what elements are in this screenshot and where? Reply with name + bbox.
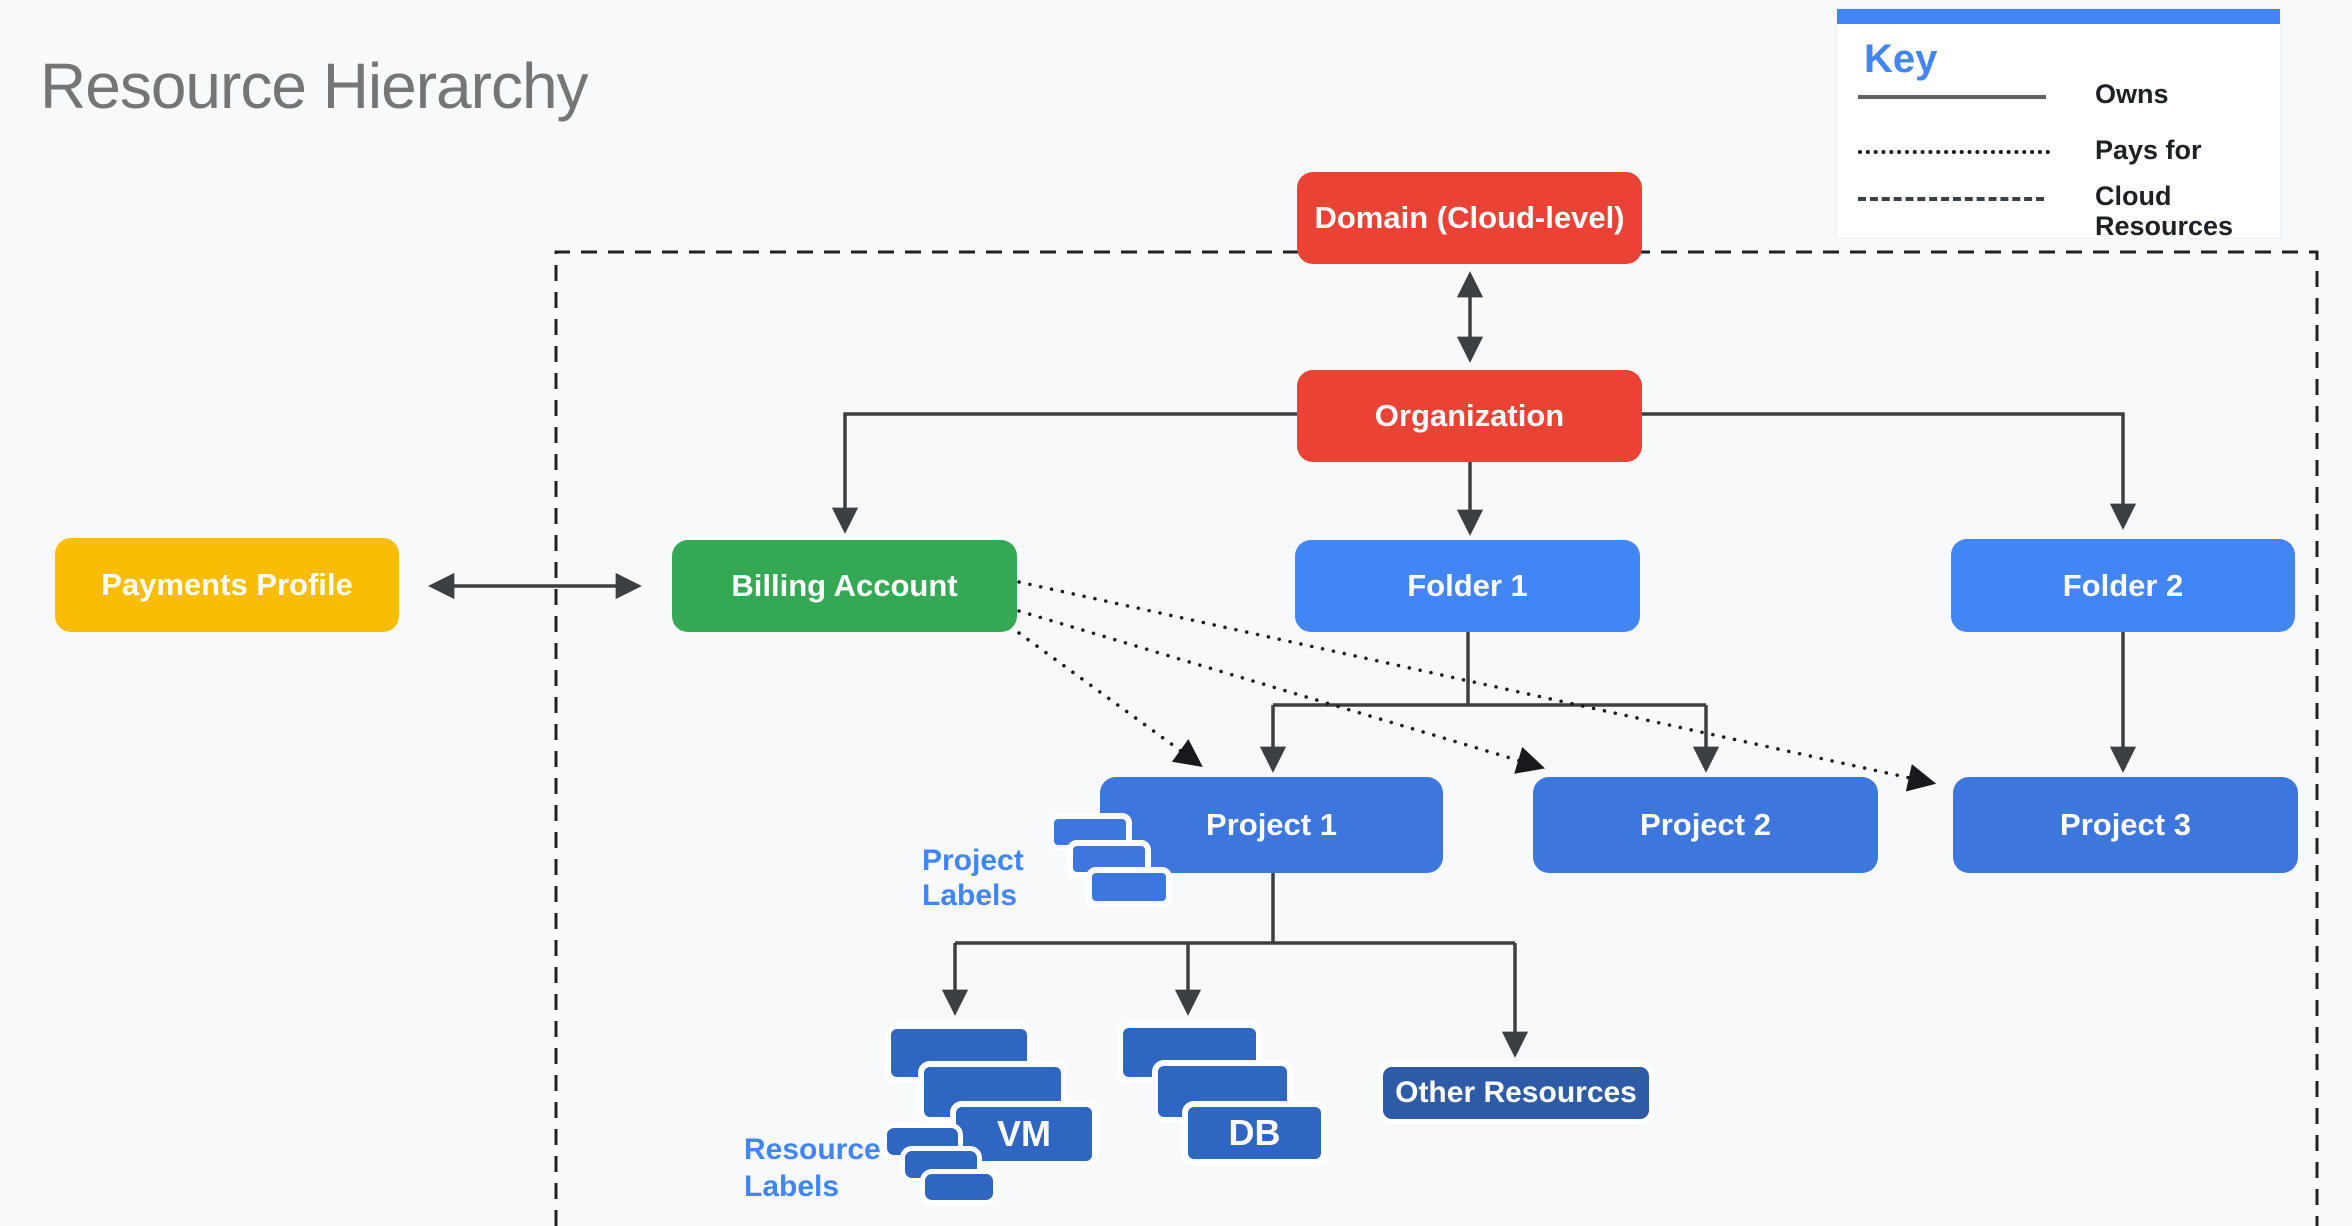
legend-solid-line-sample: [1858, 95, 2046, 99]
edge-billing-project3-pays: [1017, 580, 1937, 792]
node-vm-label: VM: [997, 1113, 1051, 1154]
page-title: Resource Hierarchy: [40, 50, 589, 122]
edge-organization-billing: [831, 412, 1297, 534]
node-other-resources-label: Other Resources: [1395, 1076, 1637, 1109]
node-organization: Organization: [1297, 370, 1642, 462]
node-folder1-label: Folder 1: [1407, 568, 1528, 603]
resource-labels-annotation: Resource Labels: [744, 1133, 881, 1203]
legend-label-pays-for: Pays for: [2095, 135, 2202, 165]
node-project2-label: Project 2: [1640, 807, 1771, 842]
node-db-label: DB: [1228, 1112, 1281, 1153]
cloud-resources-boundary: [554, 250, 2319, 1226]
node-organization-label: Organization: [1374, 398, 1565, 433]
legend-heading: Key: [1864, 37, 1938, 81]
node-billing-account: Billing Account: [672, 540, 1017, 632]
node-payments-profile-label: Payments Profile: [101, 567, 353, 602]
legend-dashed-line-sample: [1858, 197, 2044, 201]
node-vm: VM: [950, 1101, 1098, 1167]
edge-organization-folder2: [1642, 412, 2137, 530]
node-project3: Project 3: [1953, 777, 2298, 873]
legend-topbar: [1837, 9, 2280, 24]
node-project1-label: Project 1: [1206, 807, 1337, 842]
node-db: DB: [1182, 1101, 1327, 1165]
legend-key-box: Key Owns Pays for Cloud Resources: [1837, 9, 2280, 241]
node-other-resources: Other Resources: [1378, 1062, 1654, 1124]
legend-dotted-line-sample: [1858, 150, 2050, 154]
node-folder2-label: Folder 2: [2062, 567, 2184, 603]
node-project1: Project 1: [1100, 777, 1443, 873]
project-labels-annotation: Project Labels: [922, 844, 1024, 912]
node-domain: Domain (Cloud-level): [1297, 172, 1642, 264]
node-domain-label: Domain (Cloud-level): [1314, 200, 1625, 235]
edge-billing-project2-pays: [1017, 609, 1546, 774]
node-project3-label: Project 3: [2060, 807, 2191, 842]
project-labels-stack-icon: [1086, 867, 1172, 907]
legend-label-owns: Owns: [2095, 79, 2169, 109]
node-folder2: Folder 2: [1951, 539, 2295, 632]
legend-label-cloud-resources: Cloud Resources: [2095, 181, 2234, 241]
resource-labels-stack-icon: [920, 1169, 998, 1205]
edge-billing-project1-pays: [1017, 631, 1203, 767]
node-project2: Project 2: [1533, 777, 1878, 873]
node-payments-profile: Payments Profile: [55, 538, 399, 632]
node-billing-account-label: Billing Account: [731, 568, 958, 603]
node-folder1: Folder 1: [1295, 540, 1640, 632]
